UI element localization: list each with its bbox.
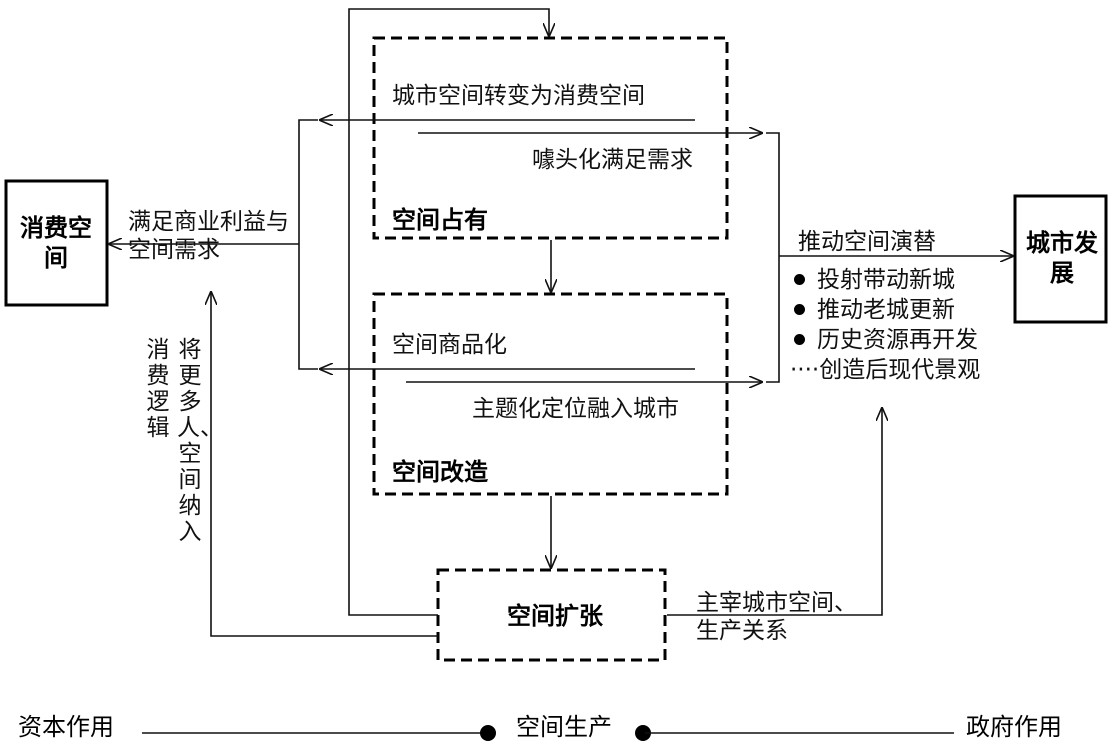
axis-left-dot xyxy=(480,725,496,741)
urban-development-box xyxy=(1013,194,1108,324)
effect-item: ····创造后现代景观 xyxy=(790,355,980,385)
bullet-icon xyxy=(794,304,805,315)
axis-right-dot xyxy=(635,725,651,741)
effect-item: 投射带动新城 xyxy=(790,265,980,295)
consumption-space-box xyxy=(4,179,109,307)
gimmick-label: 噱头化满足需求 xyxy=(532,147,693,173)
effect-text: 历史资源再开发 xyxy=(817,327,978,353)
space-renovation-box xyxy=(372,292,729,496)
consumption-space-title: 消费空间 xyxy=(20,214,92,272)
bullet-icon xyxy=(794,334,805,345)
effect-text: 投射带动新城 xyxy=(817,267,955,293)
urban-development-title: 城市发展 xyxy=(1026,229,1098,287)
consumption-logic-label: 消费逻辑 xyxy=(146,337,170,441)
feedback-loop-line xyxy=(348,8,549,616)
effect-text: 推动老城更新 xyxy=(817,297,955,323)
satisfy-interest-label: 满足商业利益与空间需求 xyxy=(128,209,289,263)
urban-to-consumption-label: 城市空间转变为消费空间 xyxy=(392,83,645,109)
bullet-icon xyxy=(794,274,805,285)
commodification-label: 空间商品化 xyxy=(392,332,507,358)
effect-item: 历史资源再开发 xyxy=(790,325,980,355)
effects-list: 投射带动新城 推动老城更新 历史资源再开发 ····创造后现代景观 xyxy=(790,265,980,385)
effect-text: ····创造后现代景观 xyxy=(790,357,981,383)
expansion-to-consumption-line xyxy=(211,292,438,637)
space-expansion-title: 空间扩张 xyxy=(507,602,603,630)
expansion-to-effects-line xyxy=(667,408,882,616)
include-more-label: 将更多人、空间纳入 xyxy=(177,337,223,545)
axis-left-label: 资本作用 xyxy=(18,713,114,741)
effect-item: 推动老城更新 xyxy=(790,295,980,325)
left-bracket-line xyxy=(298,119,318,370)
space-renovation-title: 空间改造 xyxy=(392,458,488,486)
dominate-relations-label: 主宰城市空间、生产关系 xyxy=(696,590,857,644)
promote-succession-label: 推动空间演替 xyxy=(798,229,936,255)
axis-center-label: 空间生产 xyxy=(516,713,612,741)
space-occupation-title: 空间占有 xyxy=(392,206,488,234)
space-occupation-box xyxy=(372,36,729,240)
axis-right-label: 政府作用 xyxy=(966,713,1062,741)
right-bracket-line xyxy=(766,132,780,383)
theme-positioning-label: 主题化定位融入城市 xyxy=(472,396,679,422)
